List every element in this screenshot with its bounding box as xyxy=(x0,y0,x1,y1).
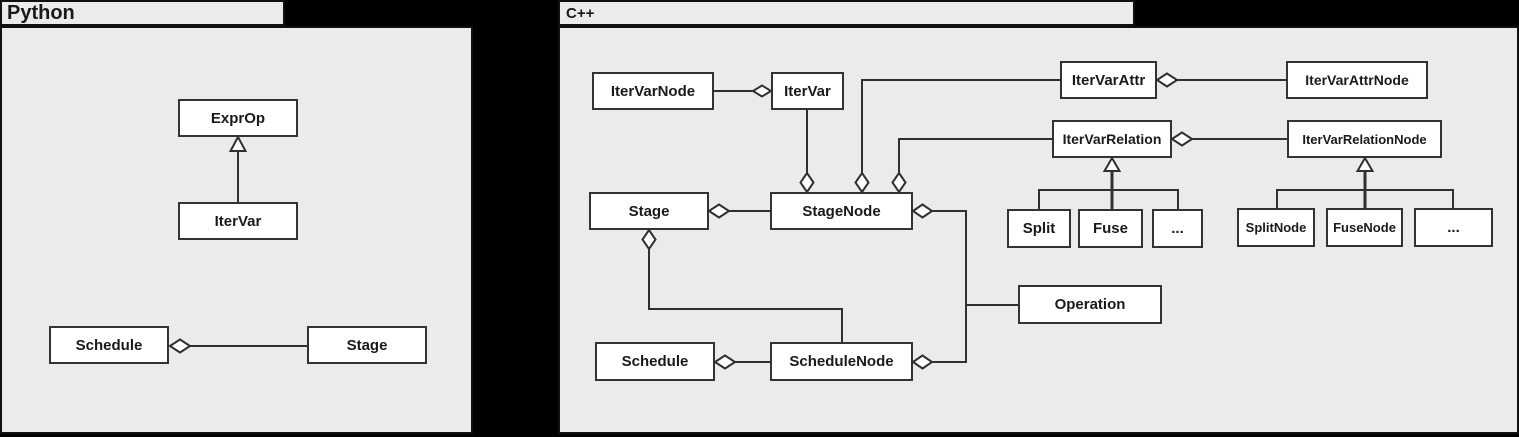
class-box-python-schedule: Schedule xyxy=(49,326,169,364)
class-box-cpp-split: Split xyxy=(1007,209,1071,248)
class-box-cpp-stagenode: StageNode xyxy=(770,192,913,230)
class-box-python-exprop: ExprOp xyxy=(178,99,298,137)
class-box-cpp-itervarrelation: IterVarRelation xyxy=(1052,120,1172,158)
class-box-cpp-splitnode: SplitNode xyxy=(1237,208,1315,247)
class-box-cpp-ellipsis: ... xyxy=(1152,209,1203,248)
python-package-label: Python xyxy=(7,1,75,24)
class-box-cpp-itervarattrnode: IterVarAttrNode xyxy=(1286,61,1428,99)
class-box-cpp-itervarrelationnode: IterVarRelationNode xyxy=(1287,120,1442,158)
class-box-cpp-ellipsisnode: ... xyxy=(1414,208,1493,247)
python-package-tab: Python xyxy=(0,0,285,26)
class-box-cpp-operation: Operation xyxy=(1018,285,1162,324)
cpp-package-tab: C++ xyxy=(558,0,1135,26)
class-box-cpp-itervarnode: IterVarNode xyxy=(592,72,714,110)
class-box-python-stage: Stage xyxy=(307,326,427,364)
cpp-package-label: C++ xyxy=(566,4,595,22)
class-box-cpp-fuse: Fuse xyxy=(1078,209,1143,248)
class-box-cpp-itervarattr: IterVarAttr xyxy=(1060,61,1157,99)
class-box-cpp-schedule: Schedule xyxy=(595,342,715,381)
class-box-python-itervar: IterVar xyxy=(178,202,298,240)
class-box-cpp-schedulenode: ScheduleNode xyxy=(770,342,913,381)
class-box-cpp-fusenode: FuseNode xyxy=(1326,208,1403,247)
class-box-cpp-stage: Stage xyxy=(589,192,709,230)
class-box-cpp-itervar: IterVar xyxy=(771,72,844,110)
